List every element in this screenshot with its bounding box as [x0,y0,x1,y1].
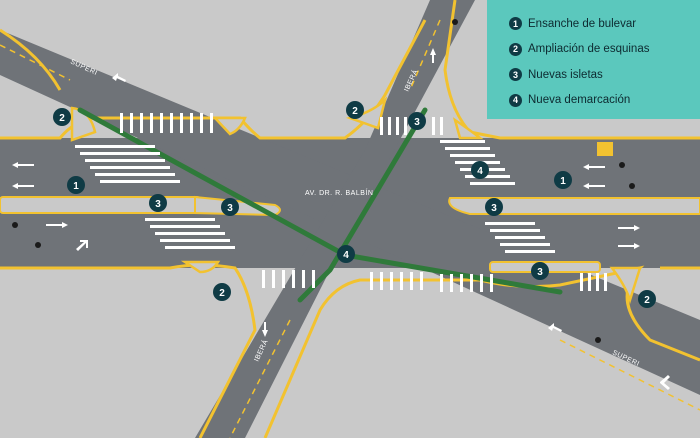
curb-superi-top [0,28,62,91]
markers: 2 2 3 1 3 3 4 1 3 4 3 2 2 [53,101,656,308]
arrow-left-icon [12,183,34,189]
svg-text:2: 2 [644,295,650,306]
bicycle-icon [619,162,625,168]
arrow-down-icon [262,322,268,337]
marker: 2 [53,108,71,126]
street-label-balbin: AV. DR. R. BALBÍN [305,188,373,197]
arrow-left-icon [548,323,562,332]
bicycle-icon [12,222,18,228]
corner-nw [70,106,97,142]
svg-text:3: 3 [155,199,161,210]
marker: 3 [221,198,239,216]
corner-ne [452,117,484,140]
svg-text:4: 4 [343,250,349,261]
crosswalk-sw [145,218,235,249]
legend-label: Ampliación de esquinas [528,43,650,56]
lane-markings [0,19,700,438]
legend-label: Nuevas isletas [528,68,603,81]
legend-label: Nueva demarcación [528,94,631,107]
legend-label: Ensanche de bulevar [528,17,637,30]
crosswalk-north [120,113,213,133]
crosswalk-south [262,270,607,292]
traffic-arrows [12,48,670,390]
arrow-left-icon [583,183,605,189]
corner-se [609,266,642,305]
arrow-left-icon [12,162,34,168]
legend-item: 3 Nuevas isletas [509,62,700,88]
marker: 1 [67,176,85,194]
arrow-up-icon [430,48,436,63]
median-west [0,196,201,214]
svg-text:2: 2 [352,106,358,117]
bus-stop-marker [597,142,613,156]
svg-text:2: 2 [59,113,65,124]
marker: 3 [408,112,426,130]
legend-item: 4 Nueva demarcación [509,88,700,114]
marker: 2 [638,290,656,308]
dashes-superi-west [0,44,71,81]
marker: 4 [337,245,355,263]
legend-badge: 1 [509,17,522,31]
corner-nw-2 [212,116,247,136]
curb-south-west [0,263,257,438]
svg-text:4: 4 [477,166,483,177]
marker: 3 [149,194,167,212]
dashes-superi-east [559,339,700,411]
bicycle-icon [629,183,635,189]
svg-text:3: 3 [491,203,497,214]
arrow-right-icon [618,243,640,249]
svg-text:3: 3 [537,267,543,278]
corner-extensions [70,96,642,305]
marker: 3 [531,262,549,280]
arrow-right-icon [46,222,68,228]
legend-item: 2 Ampliación de esquinas [509,37,700,63]
bicycle-icon [595,337,601,343]
svg-text:1: 1 [73,181,79,192]
corner-sw [180,260,221,274]
marker: 3 [485,198,503,216]
legend-badge: 4 [509,93,522,107]
arrow-left-icon [112,73,126,82]
bicycle-icon [35,242,41,248]
legend: 1 Ensanche de bulevar 2 Ampliación de es… [487,0,700,119]
bike-lane-ibera [297,107,428,303]
marker: 4 [471,161,489,179]
dashes-ibera-north [409,19,441,91]
marker: 1 [554,171,572,189]
arrow-right-icon [618,225,640,231]
bicycles [12,19,635,343]
svg-text:3: 3 [414,117,420,128]
svg-text:3: 3 [227,203,233,214]
dashes-ibera-south [229,319,291,438]
turn-arrow-icon [76,240,88,251]
arrow-left-icon [583,164,605,170]
crosswalk-north-center [380,117,443,135]
turn-arrow-icon [660,375,670,390]
legend-badge: 2 [509,42,522,56]
median-east [448,197,700,215]
bicycle-icon [452,19,458,25]
crosswalk-west [75,145,180,183]
svg-text:1: 1 [560,176,566,187]
svg-text:2: 2 [219,288,225,299]
legend-item: 1 Ensanche de bulevar [509,11,700,37]
marker: 2 [346,101,364,119]
marker: 2 [213,283,231,301]
legend-badge: 3 [509,68,522,82]
